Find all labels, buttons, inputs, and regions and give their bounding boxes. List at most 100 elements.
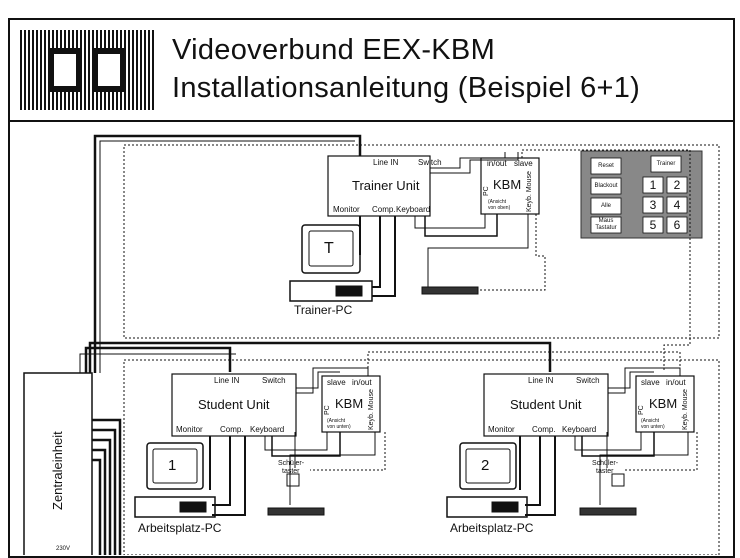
logo-letter-block-right <box>92 48 126 92</box>
title-line-1: Videoverbund EEX-KBM <box>172 34 496 66</box>
keypad-blackout-label: Blackout <box>594 183 618 189</box>
student-area-dotted <box>123 359 720 555</box>
student-1-kbm-name: KBM <box>335 396 364 411</box>
student-2-screen-number: 2 <box>481 457 490 474</box>
student-2-monitor-port: Monitor <box>488 425 515 434</box>
student-unit-2-box <box>483 373 609 437</box>
student-2-kbm-in-out: in/out <box>666 378 686 387</box>
student-1-monitor <box>146 442 204 490</box>
student-2-kbm-slave: slave <box>641 378 660 387</box>
logo-letter-block-left <box>48 48 82 92</box>
student-2-keyboard-port: Keyboard <box>562 425 597 434</box>
trainer-line-in: Line IN <box>373 158 399 167</box>
keypad-num-4-label: 4 <box>673 198 681 212</box>
keypad-num-6-label: 6 <box>673 218 681 232</box>
trainer-area-dotted <box>123 144 720 339</box>
keypad-alle-key <box>590 197 622 215</box>
keypad-num-1 <box>642 176 664 194</box>
trainer-switch: Switch <box>418 158 442 167</box>
student-2-unit-name: Student Unit <box>510 397 582 412</box>
student-2-taster-label-1: Schüler- <box>592 460 619 467</box>
student-2-kbm-name: KBM <box>649 396 678 411</box>
title-line-2: Installationsanleitung (Beispiel 6+1) <box>172 72 641 104</box>
student-1-kbm-note-2: von unten) <box>327 424 351 430</box>
keypad-num-2-label: 2 <box>673 178 681 192</box>
zentraleinheit-label: Zentraleinheit <box>50 431 65 510</box>
student-1-taster-label-1: Schüler- <box>278 460 305 467</box>
trainer-comp-port: Comp. <box>372 205 396 214</box>
student-1-taster <box>286 473 300 487</box>
trainer-unit-name: Trainer Unit <box>352 178 420 193</box>
student-2-pc-base <box>446 496 528 518</box>
student-1-comp-port: Comp. <box>220 425 244 434</box>
student-2-keyboard <box>579 507 637 516</box>
zentraleinheit-voltage: 230V <box>56 546 71 552</box>
keypad-reset-key <box>590 157 622 175</box>
student-1-switch: Switch <box>262 376 286 385</box>
trainer-kbm-keyb-mouse: Keyb. Mouse <box>526 171 533 212</box>
trainer-kbm-slave: slave <box>514 159 533 168</box>
student-2-comp-port: Comp. <box>532 425 556 434</box>
student-2-kbm-pc: PC <box>638 405 645 415</box>
trainer-kbm-name: KBM <box>493 177 522 192</box>
student-1-monitor-port: Monitor <box>176 425 203 434</box>
student-2-switch: Switch <box>576 376 600 385</box>
keypad-num-3-label: 3 <box>649 198 657 212</box>
keypad-maus-key <box>590 216 622 234</box>
student-2-taster <box>611 473 625 487</box>
trainer-pc-base <box>289 280 373 302</box>
student-1-kbm-note-1: (Ansicht <box>327 418 346 424</box>
student-1-kbm-slave: slave <box>327 378 346 387</box>
keypad-trainer-key <box>650 155 682 173</box>
student-1-keyboard-port: Keyboard <box>250 425 285 434</box>
student-2-kbm-note-2: von unten) <box>641 424 665 430</box>
student-1-taster-label-2: taster <box>282 468 300 475</box>
keypad-num-6 <box>666 216 688 234</box>
student-1-screen-number: 1 <box>168 457 177 474</box>
keypad-num-2 <box>666 176 688 194</box>
keypad-num-3 <box>642 196 664 214</box>
student-unit-1-box <box>171 373 297 437</box>
eex-logo <box>20 30 155 110</box>
trainer-monitor <box>301 224 361 274</box>
trainer-kbm-note-2: von oben) <box>488 205 511 211</box>
trainer-keyboard <box>421 286 479 295</box>
keypad-num-5 <box>642 216 664 234</box>
student-kbm-2-box <box>635 375 695 433</box>
trainer-keyboard-port: Keyboard <box>396 205 431 214</box>
trainer-kbm-in-out: in/out <box>487 159 507 168</box>
trainer-screen-letter: T <box>324 240 334 257</box>
student-1-unit-name: Student Unit <box>198 397 270 412</box>
keypad-alle-label: Alle <box>600 203 611 209</box>
trainer-kbm-box <box>480 157 540 215</box>
keypad-num-4 <box>666 196 688 214</box>
keypad-maus-label: Maus <box>598 218 614 224</box>
student-kbm-1-box <box>321 375 381 433</box>
zentraleinheit-box <box>23 372 93 555</box>
keypad-num-5-label: 5 <box>649 218 657 232</box>
student-2-monitor <box>459 442 517 490</box>
keypad-tastatur-label: Tastatur <box>595 225 617 231</box>
student-2-pc-label: Arbeitsplatz-PC <box>450 521 534 535</box>
keypad-trainer-label: Trainer <box>656 161 676 167</box>
student-2-line-in: Line IN <box>528 376 554 385</box>
trainer-kbm-note-1: (Ansicht <box>488 199 507 205</box>
student-1-kbm-in-out: in/out <box>352 378 372 387</box>
header <box>8 18 735 122</box>
keypad-num-1-label: 1 <box>649 178 657 192</box>
student-2-kbm-note-1: (Ansicht <box>641 418 660 424</box>
student-1-kbm-pc: PC <box>324 405 331 415</box>
trainer-kbm-pc: PC <box>483 186 490 196</box>
keypad-blackout-key <box>590 177 622 195</box>
trainer-pc-label: Trainer-PC <box>294 303 353 317</box>
student-2-taster-label-2: taster <box>596 468 614 475</box>
student-1-line-in: Line IN <box>214 376 240 385</box>
trainer-monitor-port: Monitor <box>333 205 360 214</box>
student-1-pc-label: Arbeitsplatz-PC <box>138 521 222 535</box>
keypad-reset-label: Reset <box>598 163 614 169</box>
student-1-kbm-keyb-mouse: Keyb. Mouse <box>368 389 375 430</box>
student-1-keyboard <box>267 507 325 516</box>
student-1-pc-base <box>134 496 216 518</box>
student-2-kbm-keyb-mouse: Keyb. Mouse <box>682 389 689 430</box>
